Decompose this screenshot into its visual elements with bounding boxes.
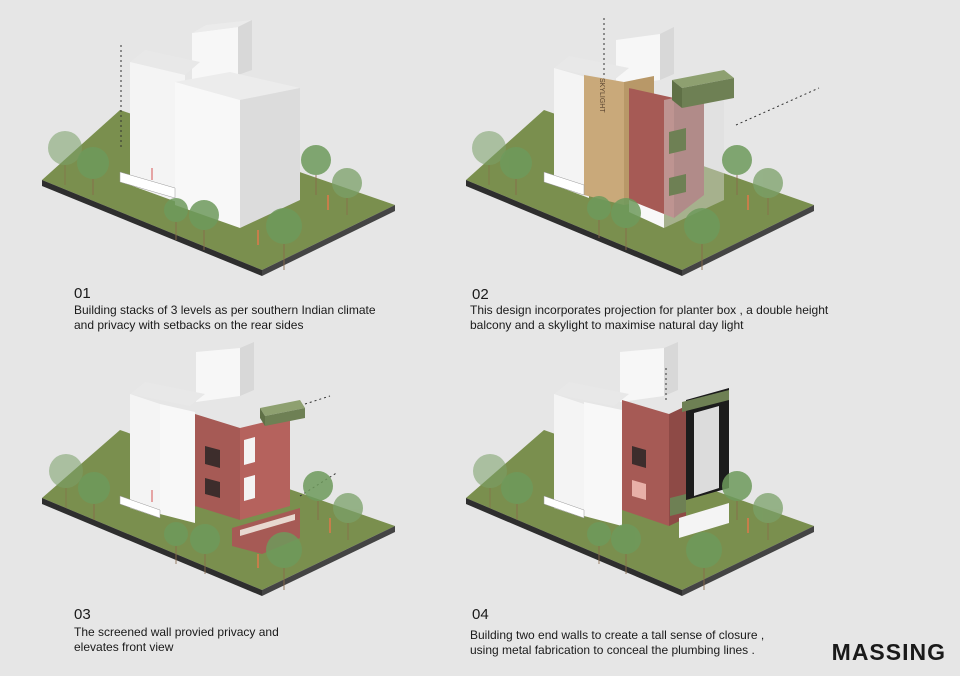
- step-caption: Building stacks of 3 levels as per south…: [74, 303, 464, 333]
- building-massing: [119, 20, 300, 228]
- step-number: 03: [74, 606, 91, 623]
- tree: [587, 522, 611, 564]
- tree: [501, 472, 533, 520]
- tree: [684, 208, 720, 270]
- caption-line: balcony and a skylight to maximise natur…: [470, 318, 744, 332]
- massing-diagram-03: [42, 342, 395, 596]
- caption-line: and privacy with setbacks on the rear si…: [74, 318, 304, 332]
- tree: [301, 145, 331, 195]
- massing-diagram-02: SKYLIGHT: [466, 18, 820, 276]
- tree: [472, 131, 506, 185]
- brick-wall: [629, 88, 674, 218]
- caption-line: using metal fabrication to conceal the p…: [470, 643, 755, 657]
- tree: [78, 472, 110, 520]
- tree: [189, 200, 219, 250]
- tree: [500, 147, 532, 195]
- caption-line: Building stacks of 3 levels as per south…: [74, 303, 376, 317]
- step-caption: The screened wall provied privacy and el…: [74, 625, 464, 655]
- massing-diagram-01: [42, 20, 395, 276]
- panel-step-02: SKYLIGHT 02 This design incorporates pro…: [424, 0, 904, 338]
- dotted-guide: [304, 395, 331, 405]
- step-number: 04: [472, 606, 489, 623]
- caption-line: elevates front view: [74, 640, 174, 654]
- tree: [753, 168, 783, 215]
- tree: [77, 147, 109, 195]
- step-number: 01: [74, 285, 91, 302]
- tree: [164, 198, 188, 240]
- tree: [686, 532, 722, 590]
- dotted-guide: [735, 87, 820, 126]
- caption-line: This design incorporates projection for …: [470, 303, 829, 317]
- tree: [722, 145, 752, 195]
- tree: [611, 524, 641, 574]
- panel-step-01: 01 Building stacks of 3 levels as per so…: [0, 0, 480, 338]
- tree: [303, 471, 333, 520]
- tree: [333, 493, 363, 540]
- panel-step-04: 04 Building two end walls to create a ta…: [424, 338, 904, 676]
- caption-line: The screened wall provied privacy and: [74, 625, 279, 639]
- tree: [611, 198, 641, 250]
- massing-diagram-04: [466, 342, 814, 596]
- building-massing: [543, 342, 729, 538]
- step-number: 02: [472, 286, 489, 303]
- tree: [753, 493, 783, 540]
- skylight-shaft: [584, 75, 624, 205]
- tree: [587, 196, 611, 238]
- tree: [190, 524, 220, 574]
- page-title: MASSING: [831, 639, 946, 665]
- building-massing: [119, 342, 305, 554]
- tree: [332, 168, 362, 215]
- step-caption: Building two end walls to create a tall …: [470, 628, 850, 658]
- step-caption: This design incorporates projection for …: [470, 303, 890, 333]
- tree: [266, 532, 302, 590]
- caption-line: Building two end walls to create a tall …: [470, 628, 765, 642]
- tree: [48, 131, 82, 185]
- tree: [473, 454, 507, 508]
- tree: [722, 471, 752, 520]
- tree: [164, 522, 188, 564]
- panel-step-03: 03 The screened wall provied privacy and…: [0, 338, 480, 676]
- tree: [266, 208, 302, 270]
- tree: [49, 454, 83, 508]
- building-massing: [543, 27, 734, 228]
- skylight-label: SKYLIGHT: [598, 78, 605, 113]
